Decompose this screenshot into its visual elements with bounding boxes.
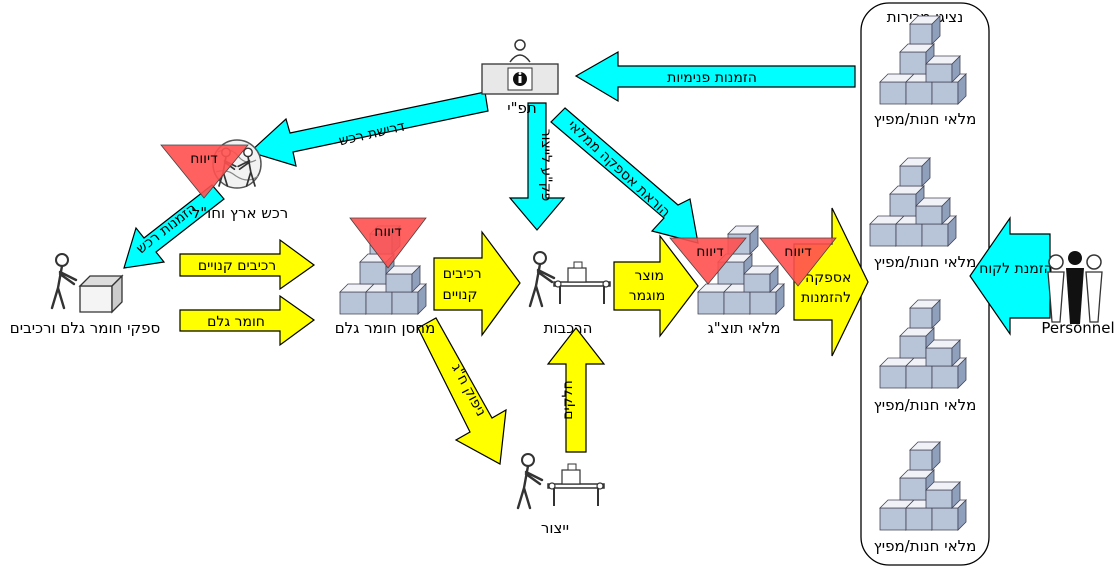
conveyor-worker-icon [528,250,611,308]
svg-text:דיווח: דיווח [784,244,812,260]
production-order-arrow: פק"ע לייצור [508,102,566,231]
svg-text:הזמנת לקוח: הזמנת לקוח [979,261,1053,277]
svg-text:ייצור: ייצור [541,519,569,537]
purchased-components-arrow: רכיבים קנויים [179,238,316,291]
suppliers-node: ספקי חומר גלם ורכיבים [10,252,160,337]
purchase-request-arrow: דרישת רכש [248,91,489,167]
reporting-triangle-purchasing: דיווח [160,144,249,199]
reporting-triangle-raw-warehouse: דיווח [349,217,427,269]
svg-text:הרכבות: הרכבות [544,319,593,337]
box-icon [78,274,124,314]
parts-arrow: חלקים [546,327,606,453]
store-inventory-3-label: מלאי חנות/מפיץ [874,396,977,414]
svg-text:חלקים: חלקים [560,380,576,419]
raw-material-issue-arrow: ניפוק ח"ג [417,317,507,465]
production-node: ייצור [516,452,605,537]
stacked-boxes-icon [869,157,957,247]
finished-product-arrow: מוצר מוגמר [613,234,699,338]
store-inventory-1 [879,15,967,105]
svg-text:אספקה להזמנות: אספקה להזמנות [801,270,852,306]
svg-text:תפ"י: תפ"י [507,99,536,117]
svg-text:פק"ע לייצור: פק"ע לייצור [538,129,554,202]
svg-text:Personnel: Personnel [1041,319,1114,337]
raw-material-arrow: חומר גלם [179,294,316,347]
svg-text:ספקי חומר גלם ורכיבים: ספקי חומר גלם ורכיבים [10,319,160,337]
store-inventory-4 [879,441,967,531]
reporting-triangle-order-supply: דיווח [759,237,837,287]
svg-text:חומר גלם: חומר גלם [207,314,265,330]
svg-text:רכש ארץ וחו"ל: רכש ארץ וחו"ל [192,204,289,222]
svg-text:הזמנות פנימיות: הזמנות פנימיות [667,70,757,86]
svg-text:מוצר מוגמר: מוצר מוגמר [629,268,666,304]
store-inventory-2-label: מלאי חנות/מפיץ [874,253,977,271]
svg-text:רכיבים קנויים: רכיבים קנויים [438,266,481,303]
fg-inventory-node: מלאי תוצ"ג [697,225,785,337]
raw-warehouse-node: מחסן חומר גלם [335,225,436,337]
svg-text:רכיבים קנויים: רכיבים קנויים [198,258,276,274]
stacked-boxes-icon [879,441,967,531]
store-inventory-2 [869,157,957,247]
svg-text:דיווח: דיווח [696,244,724,260]
internal-orders-arrow: הזמנות פנימיות [574,50,856,103]
order-supply-arrow: אספקה להזמנות [793,207,869,357]
svg-text:הוראת אספקה ממלאי: הוראת אספקה ממלאי [564,118,673,221]
reporting-triangle-fg-inventory: דיווח [669,237,747,285]
store-inventory-4-label: מלאי חנות/מפיץ [874,537,977,555]
svg-text:הזמנות רכש: הזמנות רכש [133,200,199,257]
customer-node: Personnel [1041,251,1115,337]
svg-text:מלאי תוצ"ג: מלאי תוצ"ג [708,319,781,337]
svg-text:דיווח: דיווח [190,151,218,167]
person-icon [50,252,78,310]
stacked-boxes-icon [879,299,967,389]
store-inventory-3 [879,299,967,389]
assembly-node: הרכבות [528,250,611,337]
stacked-boxes-icon [879,15,967,105]
svg-text:דיווח: דיווח [374,224,402,240]
information-desk-icon [481,39,559,95]
store-inventory-1-label: מלאי חנות/מפיץ [874,110,977,128]
inventory-supply-order-arrow: הוראת אספקה ממלאי [550,107,699,244]
svg-text:מחסן חומר גלם: מחסן חומר גלם [335,319,436,337]
conveyor-worker-icon [516,452,605,510]
ppc-node: תפ"י [481,39,559,117]
purchased-components-to-assembly-arrow: רכיבים קנויים [433,230,521,337]
customer-order-arrow: הזמנת לקוח [969,216,1053,336]
people-group-icon [1047,251,1103,324]
